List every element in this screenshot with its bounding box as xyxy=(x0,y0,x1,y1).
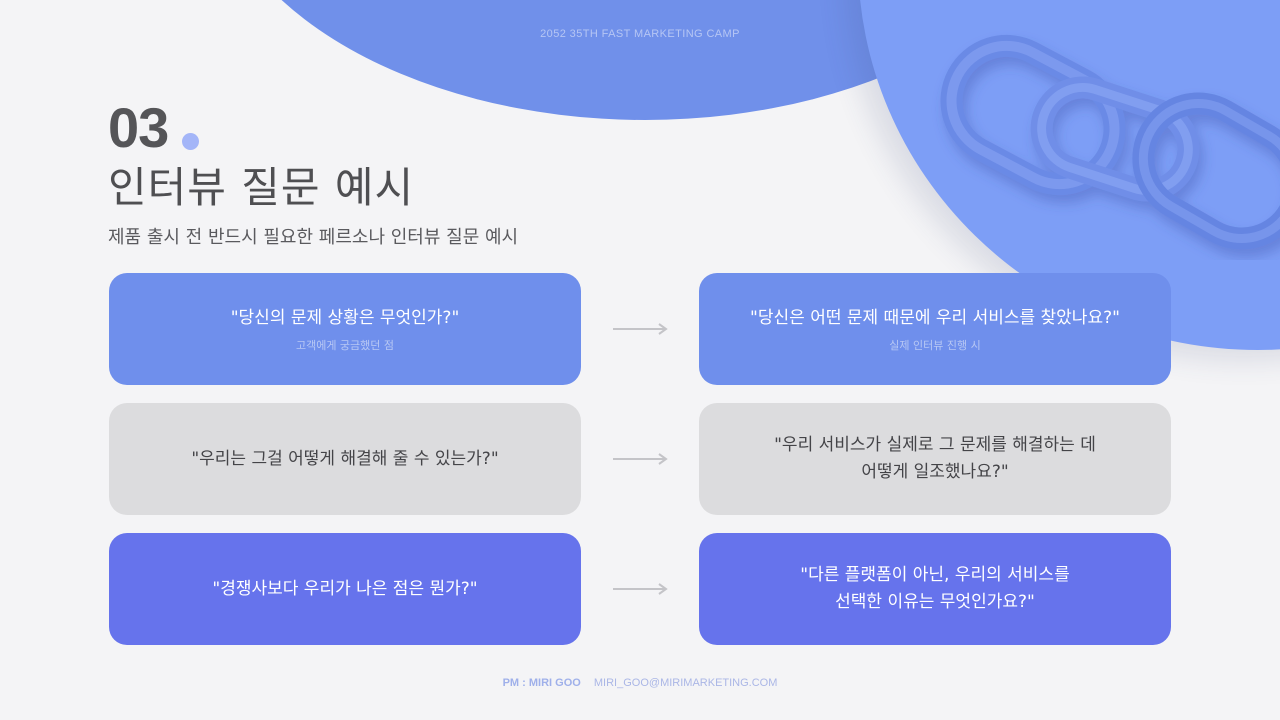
question-text-line2: 선택한 이유는 무엇인가요?" xyxy=(835,592,1035,612)
event-label: 2052 35TH FAST MARKETING CAMP xyxy=(540,28,740,40)
question-card-customer-problem: "당신의 문제 상황은 무엇인가?" 고객에게 궁금했던 점 xyxy=(109,273,581,385)
right-arrow-icon xyxy=(613,323,668,335)
footer: PM : MIRI GOO MIRI_GOO@MIRIMARKETING.COM xyxy=(0,677,1280,689)
section-number: 03 xyxy=(108,96,169,159)
question-card-how-solve: "우리는 그걸 어떻게 해결해 줄 수 있는가?" xyxy=(109,403,581,515)
chain-link-icon xyxy=(940,34,1280,250)
accent-dot xyxy=(182,133,199,150)
question-text: "경쟁사보다 우리가 나은 점은 뭔가?" xyxy=(212,578,478,599)
footer-pm: PM : MIRI GOO xyxy=(502,677,581,689)
footer-email[interactable]: MIRI_GOO@MIRIMARKETING.COM xyxy=(593,677,778,689)
page-subtitle: 제품 출시 전 반드시 필요한 페르소나 인터뷰 질문 예시 xyxy=(108,227,519,248)
question-note: 실제 인터뷰 진행 시 xyxy=(889,338,981,352)
question-text-line2: 어떻게 일조했나요?" xyxy=(861,462,1009,482)
question-card-why-chosen: "다른 플랫폼이 아닌, 우리의 서비스를 선택한 이유는 무엇인가요?" xyxy=(699,533,1171,645)
question-text: "당신은 어떤 문제 때문에 우리 서비스를 찾았나요?" xyxy=(750,307,1120,328)
page-title: 인터뷰 질문 예시 xyxy=(108,163,415,212)
right-arrow-icon xyxy=(613,583,668,595)
question-note: 고객에게 궁금했던 점 xyxy=(295,338,395,352)
question-card-competitor: "경쟁사보다 우리가 나은 점은 뭔가?" xyxy=(109,533,581,645)
question-card-why-our-service: "당신은 어떤 문제 때문에 우리 서비스를 찾았나요?" 실제 인터뷰 진행 … xyxy=(699,273,1171,385)
question-card-how-helped: "우리 서비스가 실제로 그 문제를 해결하는 데 어떻게 일조했나요?" xyxy=(699,403,1171,515)
right-arrow-icon xyxy=(613,453,668,465)
question-text-line1: "다른 플랫폼이 아닌, 우리의 서비스를 xyxy=(800,565,1070,585)
question-text-line1: "우리 서비스가 실제로 그 문제를 해결하는 데 xyxy=(774,435,1096,455)
question-text: "우리는 그걸 어떻게 해결해 줄 수 있는가?" xyxy=(191,448,499,469)
question-text: "당신의 문제 상황은 무엇인가?" xyxy=(230,307,460,328)
